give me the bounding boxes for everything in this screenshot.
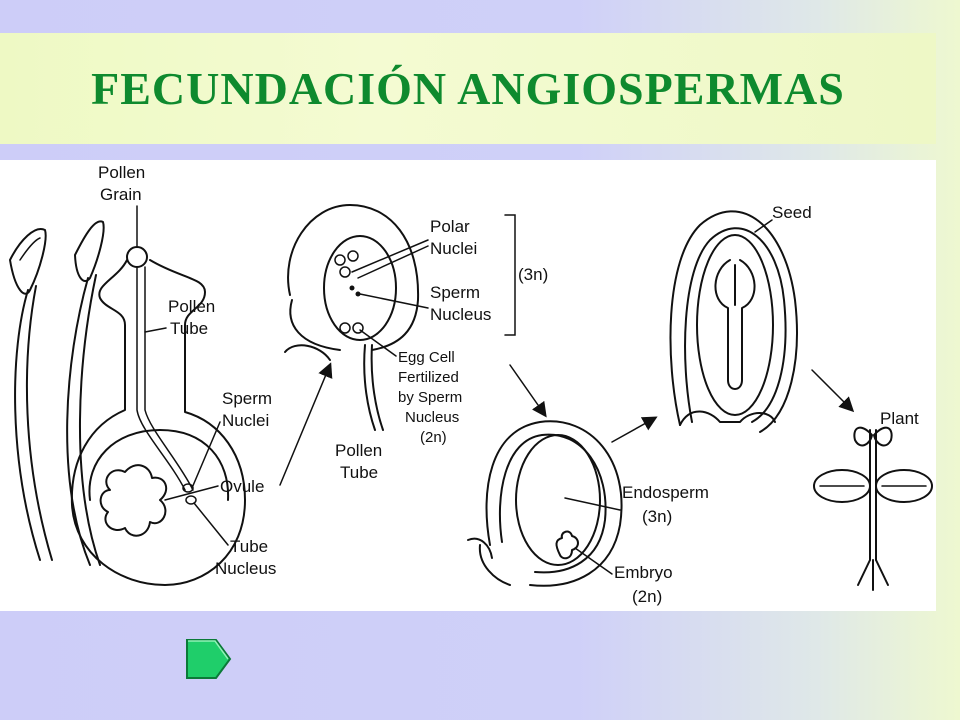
label-endosperm-1: Endosperm bbox=[622, 483, 709, 502]
next-arrow-icon bbox=[186, 639, 232, 679]
stamen-left bbox=[9, 228, 53, 561]
label-polar-nuclei-1: Polar bbox=[430, 217, 470, 236]
label-pollen-tube-1b: Tube bbox=[170, 319, 208, 338]
label-ovule: Ovule bbox=[220, 477, 264, 496]
label-egg-cell-5: (2n) bbox=[420, 429, 447, 446]
label-pollen-tube-2b: Tube bbox=[340, 463, 378, 482]
label-sperm-nuclei-2: Nuclei bbox=[222, 411, 269, 430]
next-slide-button[interactable] bbox=[184, 637, 232, 681]
title-bar: FECUNDACIÓN ANGIOSPERMAS bbox=[0, 33, 936, 144]
ovule-closeup bbox=[284, 204, 420, 431]
label-3n-bracket: (3n) bbox=[518, 265, 548, 284]
label-plant: Plant bbox=[880, 409, 919, 428]
fertilization-diagram: Pollen Grain Pollen Tube Sperm Nuclei Ov… bbox=[0, 160, 936, 611]
label-sperm-nuclei-1: Sperm bbox=[222, 389, 272, 408]
label-egg-cell-3: by Sperm bbox=[398, 389, 462, 406]
label-embryo-1: Embryo bbox=[614, 563, 673, 582]
label-seed: Seed bbox=[772, 203, 812, 222]
stamen-right bbox=[66, 220, 105, 566]
mature-seed bbox=[669, 210, 798, 433]
seedling-plant bbox=[813, 426, 933, 591]
label-pollen-grain-2: Grain bbox=[100, 185, 142, 204]
label-pollen-grain-1: Pollen bbox=[98, 163, 145, 182]
label-tube-nucleus-1: Tube bbox=[230, 537, 268, 556]
label-endosperm-2: (3n) bbox=[642, 507, 672, 526]
label-egg-cell-4: Nucleus bbox=[405, 409, 459, 426]
label-sperm-nucleus-1: Sperm bbox=[430, 283, 480, 302]
label-pollen-tube-2a: Pollen bbox=[335, 441, 382, 460]
page-title: FECUNDACIÓN ANGIOSPERMAS bbox=[91, 63, 845, 114]
label-egg-cell-1: Egg Cell bbox=[398, 349, 455, 366]
label-pollen-tube-1a: Pollen bbox=[168, 297, 215, 316]
pistil bbox=[70, 246, 246, 586]
label-sperm-nucleus-2: Nucleus bbox=[430, 305, 491, 324]
label-embryo-2: (2n) bbox=[632, 587, 662, 606]
label-polar-nuclei-2: Nuclei bbox=[430, 239, 477, 258]
label-tube-nucleus-2: Nucleus bbox=[215, 559, 276, 578]
developing-seed bbox=[467, 420, 623, 587]
label-egg-cell-2: Fertilized bbox=[398, 369, 459, 386]
